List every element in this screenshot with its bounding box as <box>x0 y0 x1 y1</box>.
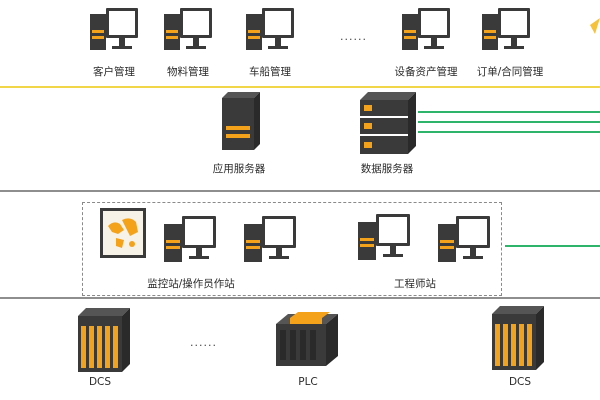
workstation-icon <box>438 216 490 262</box>
dcs-cabinet-icon <box>78 308 130 372</box>
label-data-server: 数据服务器 <box>360 163 414 175</box>
workstation-icon <box>164 216 216 262</box>
dcs-cabinet-left <box>74 308 132 372</box>
operator-workstation-2 <box>240 214 300 270</box>
workstation-icon <box>482 8 530 50</box>
plc-module-icon <box>276 312 338 366</box>
workstation-icon <box>402 8 450 50</box>
layer-divider-low <box>0 297 600 299</box>
top-layer-ellipsis: ...... <box>340 30 367 43</box>
control-layer-ellipsis: ...... <box>190 336 217 349</box>
label-monitor-operator-station: 监控站/操作员作站 <box>147 278 235 290</box>
data-server <box>356 92 418 154</box>
engineer-workstation-2 <box>434 214 494 270</box>
workstation-equipment <box>398 6 454 58</box>
plc-module <box>272 310 342 368</box>
map-display <box>98 206 150 262</box>
workstation-material <box>160 6 216 58</box>
dcs-cabinet-right <box>488 306 546 370</box>
label-plc: PLC <box>298 376 318 388</box>
application-server <box>214 92 264 152</box>
map-display-icon <box>100 208 146 258</box>
operator-station-group <box>82 202 502 296</box>
workstation-icon <box>246 8 294 50</box>
label-engineer-station: 工程师站 <box>394 278 436 290</box>
label-order-contract-management: 订单/合同管理 <box>476 66 544 78</box>
workstation-icon <box>164 8 212 50</box>
label-dcs-left: DCS <box>88 376 112 388</box>
workstation-icon <box>90 8 138 50</box>
workstation-vehicle <box>242 6 298 58</box>
workstation-customer <box>86 6 142 58</box>
label-dcs-right: DCS <box>508 376 532 388</box>
label-vehicle-management: 车船管理 <box>249 66 291 78</box>
layer-divider-top <box>0 86 600 88</box>
workstation-order <box>478 6 534 58</box>
workstation-icon <box>244 216 296 262</box>
server-rack-icon <box>360 92 416 154</box>
label-application-server: 应用服务器 <box>212 163 266 175</box>
dcs-cabinet-icon <box>492 306 544 370</box>
label-material-management: 物料管理 <box>167 66 209 78</box>
engineer-workstation-1 <box>354 212 414 268</box>
lightning-mark <box>590 18 600 34</box>
operator-workstation-1 <box>160 214 220 270</box>
label-customer-management: 客户管理 <box>93 66 135 78</box>
label-equipment-asset-management: 设备资产管理 <box>394 66 458 78</box>
workstation-icon <box>358 214 410 260</box>
layer-divider-mid <box>0 190 600 192</box>
server-tower-icon <box>222 92 260 150</box>
